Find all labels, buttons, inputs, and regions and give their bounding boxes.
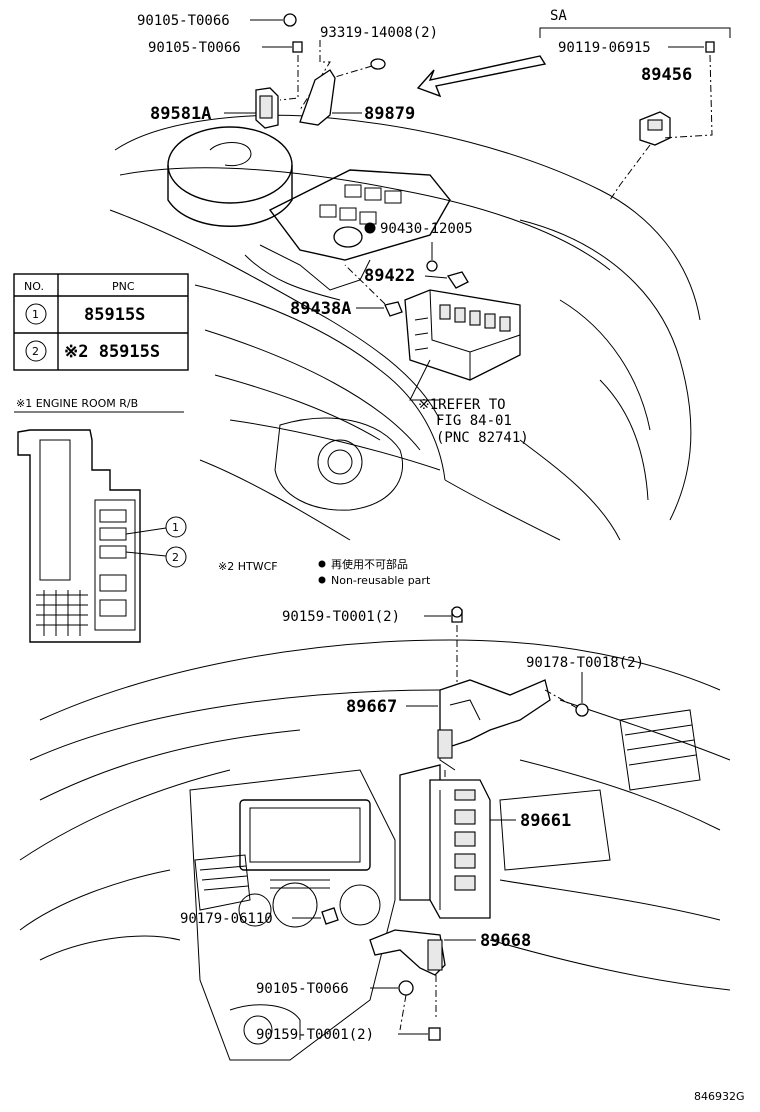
label-89456: 89456 <box>641 65 692 85</box>
pnc-table: NO. PNC 1 85915S 2 ※2 85915S <box>13 273 189 371</box>
engine-room-rb-inset: 1 2 <box>14 411 187 643</box>
label-refer-line3: (PNC 82741) <box>436 430 529 446</box>
label-90105-t0066-bottom: 90105-T0066 <box>256 981 349 997</box>
bolt-90159-top <box>424 606 463 688</box>
part-89438a <box>344 264 403 317</box>
label-90430-12005: 90430-12005 <box>380 221 473 237</box>
bolt-90105-top2 <box>262 41 303 53</box>
engine-bay-outline <box>109 114 701 541</box>
label-89879: 89879 <box>364 104 415 124</box>
callout-two: 2 <box>172 551 179 564</box>
sa-bracket <box>539 27 731 38</box>
nut-90430 <box>364 222 438 272</box>
label-90159-t0001-top: 90159-T0001(2) <box>282 609 400 625</box>
label-engine-room-rb: ※1 ENGINE ROOM R/B <box>16 397 138 410</box>
part-89581a <box>224 55 299 129</box>
pnc-table-row2-no: 2 <box>32 345 39 358</box>
part-89661-ecu <box>399 764 516 919</box>
label-89668: 89668 <box>480 931 531 951</box>
label-90119-06915: 90119-06915 <box>558 40 651 56</box>
label-sa: SA <box>550 8 567 24</box>
callout-one: 1 <box>172 521 179 534</box>
nut-90179 <box>292 907 339 925</box>
label-90178-t0018: 90178-T0018(2) <box>526 655 644 671</box>
bolt-90105-bottom <box>370 980 414 1031</box>
label-89438a: 89438A <box>290 299 351 319</box>
label-90179-06110: 90179-06110 <box>180 911 273 927</box>
label-93319-14008: 93319-14008(2) <box>320 25 438 41</box>
label-nonreuse-jp: 再使用不可部品 <box>331 557 408 571</box>
part-89667 <box>406 679 551 800</box>
engine-room-relay-block <box>404 289 521 401</box>
pnc-table-header-no: NO. <box>24 280 44 293</box>
diagram-id: 846932G <box>694 1090 745 1103</box>
label-89667: 89667 <box>346 697 397 717</box>
label-refer-line1: ※1REFER TO <box>418 397 506 413</box>
label-htwcf: ※2 HTWCF <box>218 560 278 573</box>
bolt-90119 <box>668 41 715 53</box>
label-nonreuse-en: Non-reusable part <box>331 574 431 587</box>
label-90105-t0066-top2: 90105-T0066 <box>148 40 241 56</box>
part-89879 <box>299 69 362 126</box>
pnc-table-row1-pnc: 85915S <box>84 305 145 325</box>
direction-arrow <box>416 55 547 98</box>
clip-89422 <box>424 271 469 289</box>
label-89581a: 89581A <box>150 104 211 124</box>
label-90105-t0066-top1: 90105-T0066 <box>137 13 230 29</box>
part-89668 <box>369 929 476 1020</box>
label-refer-line2: FIG 84-01 <box>436 413 512 429</box>
part-89456 <box>609 54 713 201</box>
label-89422: 89422 <box>364 266 415 286</box>
nut-90178 <box>544 672 589 717</box>
bolt-90105-top1 <box>250 13 297 27</box>
pnc-table-header-pnc: PNC <box>112 280 135 293</box>
pnc-table-row2-pnc: ※2 85915S <box>64 342 160 362</box>
bolt-90159-bottom <box>398 1027 441 1041</box>
pnc-table-row1-no: 1 <box>32 308 39 321</box>
label-90159-t0001-bottom: 90159-T0001(2) <box>256 1027 374 1043</box>
label-89661: 89661 <box>520 811 571 831</box>
